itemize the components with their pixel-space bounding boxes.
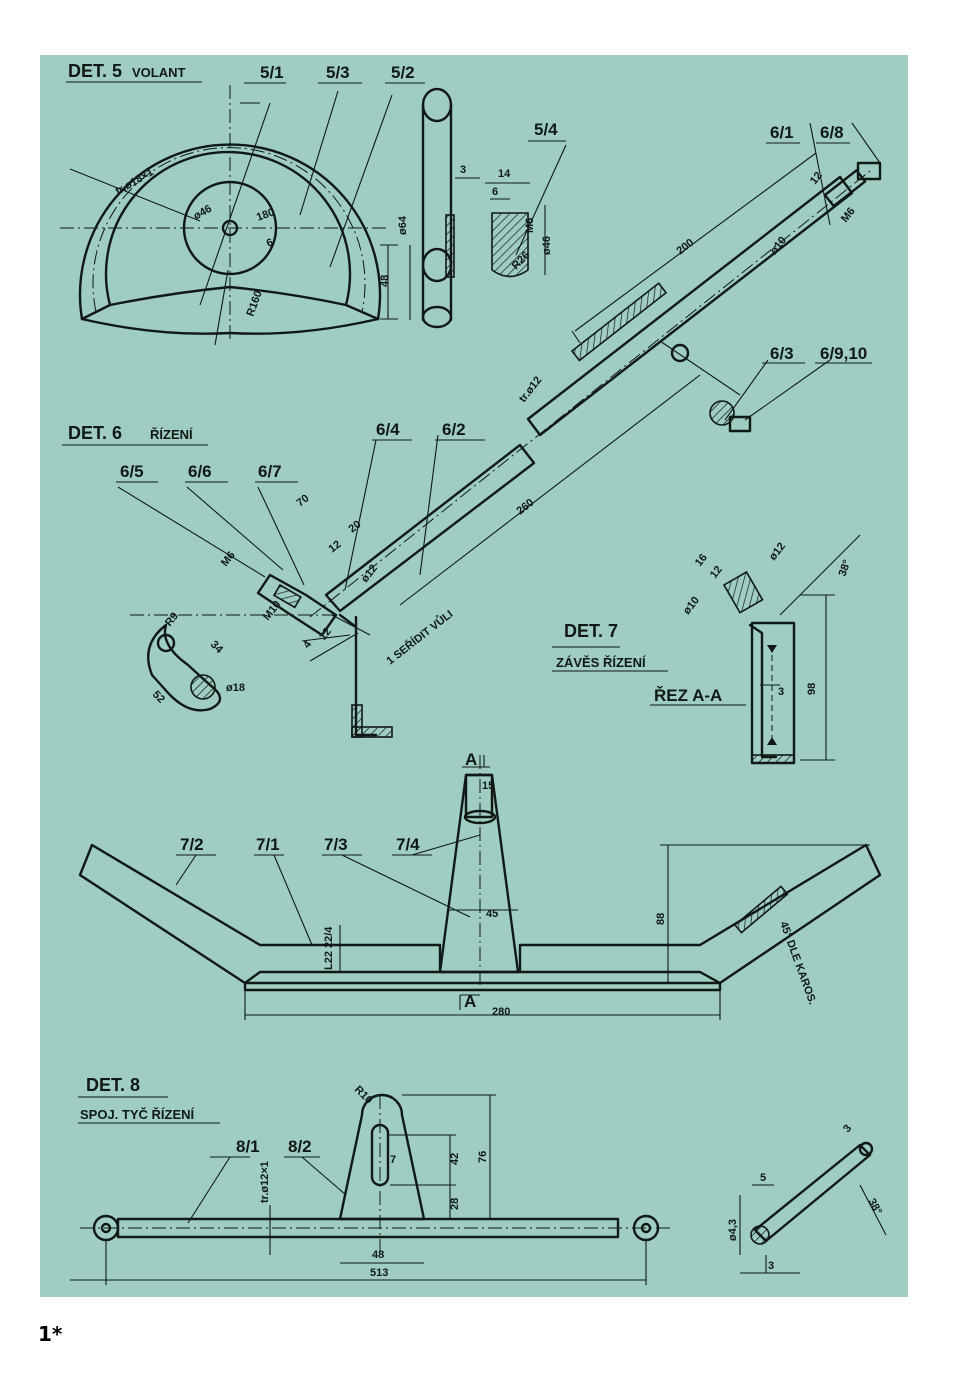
det7-section-a-bottom: A: [464, 992, 476, 1011]
det7-dim-38: 38°: [837, 558, 854, 578]
det5-dim-d64: ø64: [397, 215, 409, 235]
det7-dim-l22: L22 22/4: [323, 926, 335, 970]
det7-dim-280: 280: [492, 1006, 510, 1018]
det5-steering-wheel: DET. 5 VOLANT: [60, 61, 567, 346]
det6-part-3: 6/3: [770, 344, 794, 363]
det5-dim-m6: M6: [524, 218, 536, 233]
det7-dim-45: 45: [486, 908, 498, 920]
det5-title: DET. 5: [68, 61, 122, 81]
drawing-sheet: DET. 5 VOLANT: [40, 55, 908, 1297]
det8-dim-d43: ø4,3: [727, 1219, 739, 1241]
det6-part-8: 6/8: [820, 123, 844, 142]
det7-part-3: 7/3: [324, 835, 348, 854]
det5-part-4: 5/4: [534, 120, 558, 139]
det6-dim-20: 20: [346, 518, 363, 535]
det6-steering-column: DET. 6 ŘÍZENÍ 6/1 6/8 6/3 6/9,10: [62, 122, 882, 738]
det6-note: 1 SEŘÍDIT VŮLI: [383, 607, 455, 668]
det7-dim-d10: ø10: [681, 595, 702, 617]
det8-dim-3b: 3: [768, 1260, 774, 1272]
det6-dim-12b: 12: [326, 538, 343, 555]
det7-note: 45° DLE KAROS.: [777, 920, 818, 1006]
det6-dim-m6b: M6: [219, 549, 238, 568]
det6-part-4: 6/4: [376, 420, 400, 439]
det6-dim-52: 52: [150, 689, 167, 706]
det7-part-4: 7/4: [396, 835, 420, 854]
det7-section-label: ŘEZ A-A: [654, 686, 722, 705]
det8-dim-42: 42: [449, 1153, 461, 1165]
det7-dim-16: 16: [693, 552, 710, 569]
det8-dim-r10: R10: [352, 1084, 375, 1107]
det6-dim-34: 34: [208, 639, 226, 657]
det5-dim-d46: ø46: [541, 236, 553, 255]
det6-dim-tube: tr.ø12: [517, 374, 545, 405]
det6-part-5: 6/5: [120, 462, 144, 481]
det8-dim-38: 38°: [865, 1197, 884, 1217]
page-number: 1*: [38, 1322, 63, 1346]
det6-dim-m10: M10: [261, 599, 284, 623]
det8-dim-76: 76: [477, 1151, 489, 1163]
det8-part-1: 8/1: [236, 1137, 260, 1156]
det6-dim-200: 200: [674, 237, 696, 258]
det6-part-9-10: 6/9,10: [820, 344, 867, 363]
det8-dim-5: 5: [760, 1172, 766, 1184]
det6-part-2: 6/2: [442, 420, 466, 439]
det6-dim-12: 12: [808, 170, 825, 187]
det5-dim-180: 180: [255, 206, 276, 224]
det7-section-a-top: A: [465, 750, 477, 769]
det6-part-1: 6/1: [770, 123, 794, 142]
det7-dim-3: 3: [778, 686, 784, 698]
det7-dim-98-label: 98: [806, 683, 818, 695]
det7-dim-12: 12: [708, 564, 725, 581]
det7-part-1: 7/1: [256, 835, 280, 854]
det8-dim-48: 48: [372, 1249, 384, 1261]
det6-subtitle: ŘÍZENÍ: [150, 427, 193, 442]
det6-dim-12c: 12: [317, 626, 334, 643]
det7-title: DET. 7: [564, 621, 618, 641]
det8-dim-3: 3: [841, 1123, 854, 1135]
det5-dim-6b: 6: [492, 186, 498, 198]
det6-dim-70: 70: [294, 492, 311, 509]
det5-subtitle: VOLANT: [132, 65, 186, 80]
det5-dim-14: 14: [498, 168, 511, 180]
det8-dim-28: 28: [449, 1198, 461, 1210]
det7-dim-d12: ø12: [767, 541, 788, 563]
det6-dim-m6: M6: [839, 205, 858, 224]
det7-subtitle: ZÁVĚS ŘÍZENÍ: [556, 655, 646, 670]
det5-part-3: 5/3: [326, 63, 350, 82]
det5-part-2: 5/2: [391, 63, 415, 82]
det7-part-2: 7/2: [180, 835, 204, 854]
technical-drawing: DET. 5 VOLANT: [60, 61, 887, 1285]
det7-steering-mount: DET. 7 ZÁVĚS ŘÍZENÍ ŘEZ A-A 98 16 12 ø12…: [78, 534, 882, 1020]
det7-dim-15: 15: [482, 780, 494, 792]
det6-title: DET. 6: [68, 423, 122, 443]
det8-dim-tube: tr.ø12×1: [259, 1161, 271, 1203]
det5-dim-48: 48: [379, 275, 391, 287]
det6-part-7: 6/7: [258, 462, 282, 481]
det8-dim-513: 513: [370, 1267, 388, 1279]
det5-dim-6: 6: [265, 236, 275, 249]
det8-tie-rod: DET. 8 SPOJ. TYČ ŘÍZENÍ: [70, 1075, 887, 1285]
det5-part-1: 5/1: [260, 63, 284, 82]
det8-part-2: 8/2: [288, 1137, 312, 1156]
det6-dim-d18: ø18: [226, 682, 245, 694]
det5-dim-r160: R160: [245, 289, 265, 318]
det5-dim-hub: ø46: [192, 203, 214, 223]
det7-dim-88: 88: [655, 913, 667, 925]
det6-part-6: 6/6: [188, 462, 212, 481]
det8-title: DET. 8: [86, 1075, 140, 1095]
det8-subtitle: SPOJ. TYČ ŘÍZENÍ: [80, 1107, 195, 1122]
det8-dim-7: 7: [390, 1154, 396, 1166]
det5-dim-3: 3: [460, 164, 466, 176]
